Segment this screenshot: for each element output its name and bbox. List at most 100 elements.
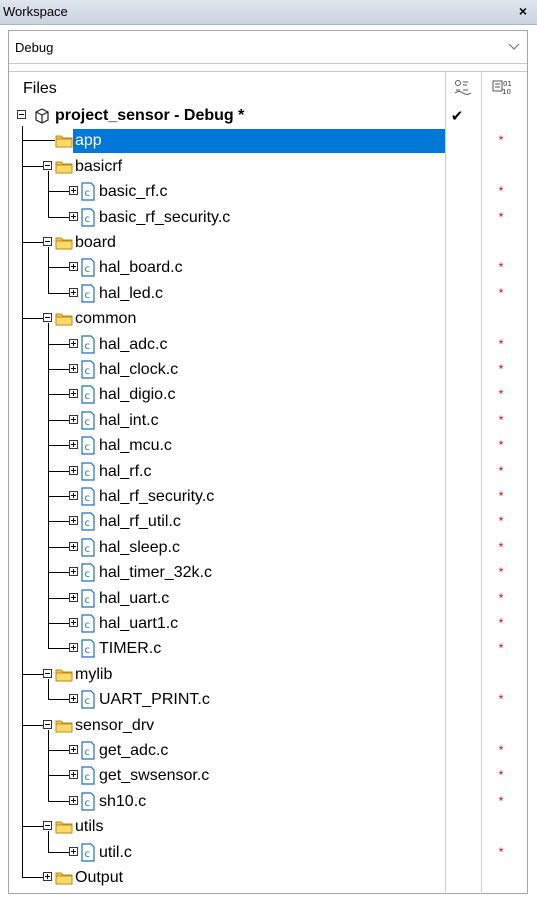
expand-icon[interactable] [69,389,78,399]
collapse-icon[interactable] [43,668,52,678]
collapse-icon[interactable] [43,160,52,170]
expand-icon[interactable] [69,364,78,373]
tree-folder-item[interactable]: sensor_drv [9,714,527,739]
needs-rebuild-marker: * [498,768,504,783]
collapse-icon[interactable] [43,313,52,323]
collapse-icon[interactable] [17,110,26,119]
project-node[interactable]: project_sensor - Debug * ✔ [9,104,527,129]
expand-icon[interactable] [69,262,78,272]
tree-guide-line [22,725,43,726]
c-file-icon: c [81,639,95,658]
expand-icon[interactable] [69,465,78,475]
expand-icon[interactable] [69,186,78,196]
collapse-icon[interactable] [43,821,52,831]
tree-folder-item[interactable]: Output [9,866,527,891]
options-column-icon[interactable] [453,78,473,96]
needs-rebuild-marker: * [498,590,504,605]
tree-folder-item[interactable]: basicrf [9,155,527,180]
svg-text:c: c [85,645,91,656]
svg-text:c: c [85,747,91,758]
expand-icon[interactable] [69,694,78,704]
svg-text:c: c [85,849,91,860]
expand-icon[interactable] [43,872,52,881]
svg-text:c: c [85,696,91,707]
c-file-icon: c [81,792,95,811]
expand-icon[interactable] [69,491,78,500]
tree-folder-item[interactable]: mylib [9,663,527,688]
tree-folder-item[interactable]: board [9,231,527,256]
tree-item-label: hal_uart1.c [99,615,179,632]
expand-icon[interactable] [69,516,78,526]
tree-folder-item[interactable]: utils [9,815,527,840]
tree-guide-line [48,369,69,370]
expand-icon[interactable] [69,414,78,424]
build-column-icon[interactable]: 10 01 [491,78,511,96]
svg-text:c: c [85,544,91,555]
tree-folder-item[interactable]: app* [9,129,527,154]
expand-icon[interactable] [69,846,78,856]
collapse-icon[interactable] [43,719,52,729]
expand-icon[interactable] [69,338,78,348]
folder-icon [55,161,73,174]
expand-icon[interactable] [69,592,78,602]
expand-icon[interactable] [69,287,78,297]
window-title: Workspace [3,4,68,19]
expand-icon[interactable] [69,618,78,627]
expand-icon[interactable] [69,541,78,551]
svg-text:c: c [85,417,91,428]
expand-icon[interactable] [69,567,78,577]
tree-item-label: hal_digio.c [99,386,176,404]
file-tree: Files 10 01 project_sensor - Debug * ✔ a… [9,71,527,894]
configuration-select[interactable]: Debug [9,31,527,64]
svg-text:c: c [85,290,91,301]
expand-icon[interactable] [69,795,78,805]
c-file-icon: c [81,461,95,481]
svg-text:c: c [85,264,91,275]
expand-icon[interactable] [69,745,78,754]
project-cube-icon [35,108,49,124]
tree-item-label: hal_board.c [99,259,183,277]
expand-icon[interactable] [69,440,78,450]
needs-rebuild-marker: * [498,209,504,224]
tree-guide-line [48,344,69,345]
expand-icon[interactable] [69,770,78,780]
expand-icon[interactable] [69,643,78,653]
c-file-icon: c [81,258,95,277]
svg-text:c: c [85,366,91,377]
needs-rebuild-marker: * [498,438,504,453]
tree-folder-item[interactable]: common [9,307,527,332]
chevron-down-icon[interactable] [507,39,521,53]
needs-rebuild-marker: * [498,412,504,427]
expand-icon[interactable] [69,211,78,221]
tree-guide-line [48,775,69,776]
svg-text:c: c [85,188,91,199]
collapse-icon[interactable] [43,237,52,246]
selection-highlight [73,129,445,154]
tree-guide-line [48,267,69,268]
close-icon[interactable]: × [518,3,528,19]
tree-guide-line [48,699,69,700]
files-column-header: Files [23,80,57,97]
